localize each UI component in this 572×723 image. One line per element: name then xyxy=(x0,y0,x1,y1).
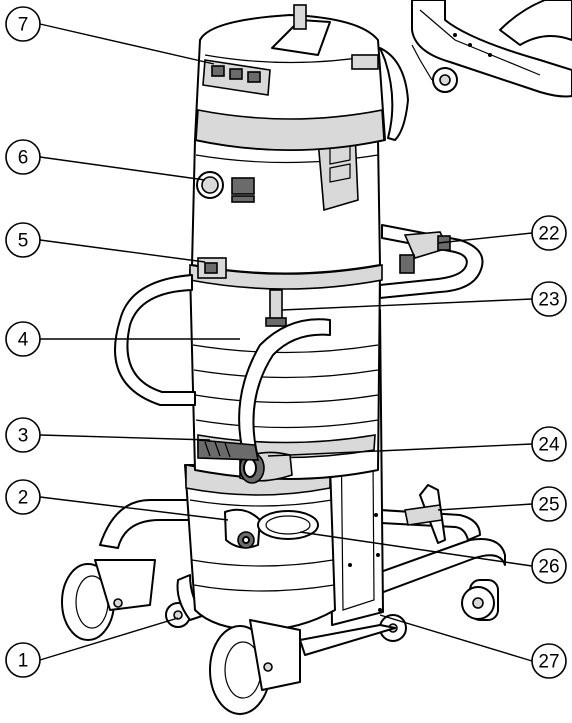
callout-5: 5 xyxy=(5,222,41,258)
inset-trolley-detail xyxy=(411,0,572,98)
callout-label-25: 25 xyxy=(538,495,559,516)
callout-4: 4 xyxy=(5,321,41,357)
callout-label-2: 2 xyxy=(18,488,29,509)
callouts: 1 2 3 4 5 6 7 22 xyxy=(5,6,567,679)
callout-27: 27 xyxy=(531,643,567,679)
motor-head xyxy=(194,4,409,151)
callout-label-5: 5 xyxy=(18,231,29,252)
callout-23: 23 xyxy=(531,281,567,317)
callout-25: 25 xyxy=(531,486,567,522)
drain-outlet-2 xyxy=(224,508,261,549)
motor-barrel xyxy=(191,131,381,279)
cover-26 xyxy=(257,510,319,540)
callout-label-22: 22 xyxy=(538,224,559,245)
callout-label-26: 26 xyxy=(538,557,559,578)
callout-label-27: 27 xyxy=(538,652,559,673)
leader-lines xyxy=(39,23,533,662)
vacuum-machine xyxy=(61,4,506,715)
callout-label-24: 24 xyxy=(538,435,560,456)
valve-3 xyxy=(197,439,259,461)
callout-label-4: 4 xyxy=(18,330,29,351)
callout-26: 26 xyxy=(531,548,567,584)
callout-label-23: 23 xyxy=(538,290,559,311)
callout-label-1: 1 xyxy=(18,651,29,672)
callout-24: 24 xyxy=(531,426,567,462)
callout-3: 3 xyxy=(5,417,41,453)
front-wheel-left xyxy=(61,559,156,641)
callout-7: 7 xyxy=(5,6,41,42)
callout-label-6: 6 xyxy=(18,148,29,169)
callout-22: 22 xyxy=(531,215,567,251)
rear-wheel-right xyxy=(461,579,499,621)
callout-1: 1 xyxy=(5,642,41,678)
front-wheel-right xyxy=(209,619,301,715)
callout-6: 6 xyxy=(5,139,41,175)
callout-2: 2 xyxy=(5,479,41,515)
hose-clamp-22 xyxy=(399,231,451,274)
callout-label-3: 3 xyxy=(18,426,29,447)
callout-label-7: 7 xyxy=(18,15,29,36)
